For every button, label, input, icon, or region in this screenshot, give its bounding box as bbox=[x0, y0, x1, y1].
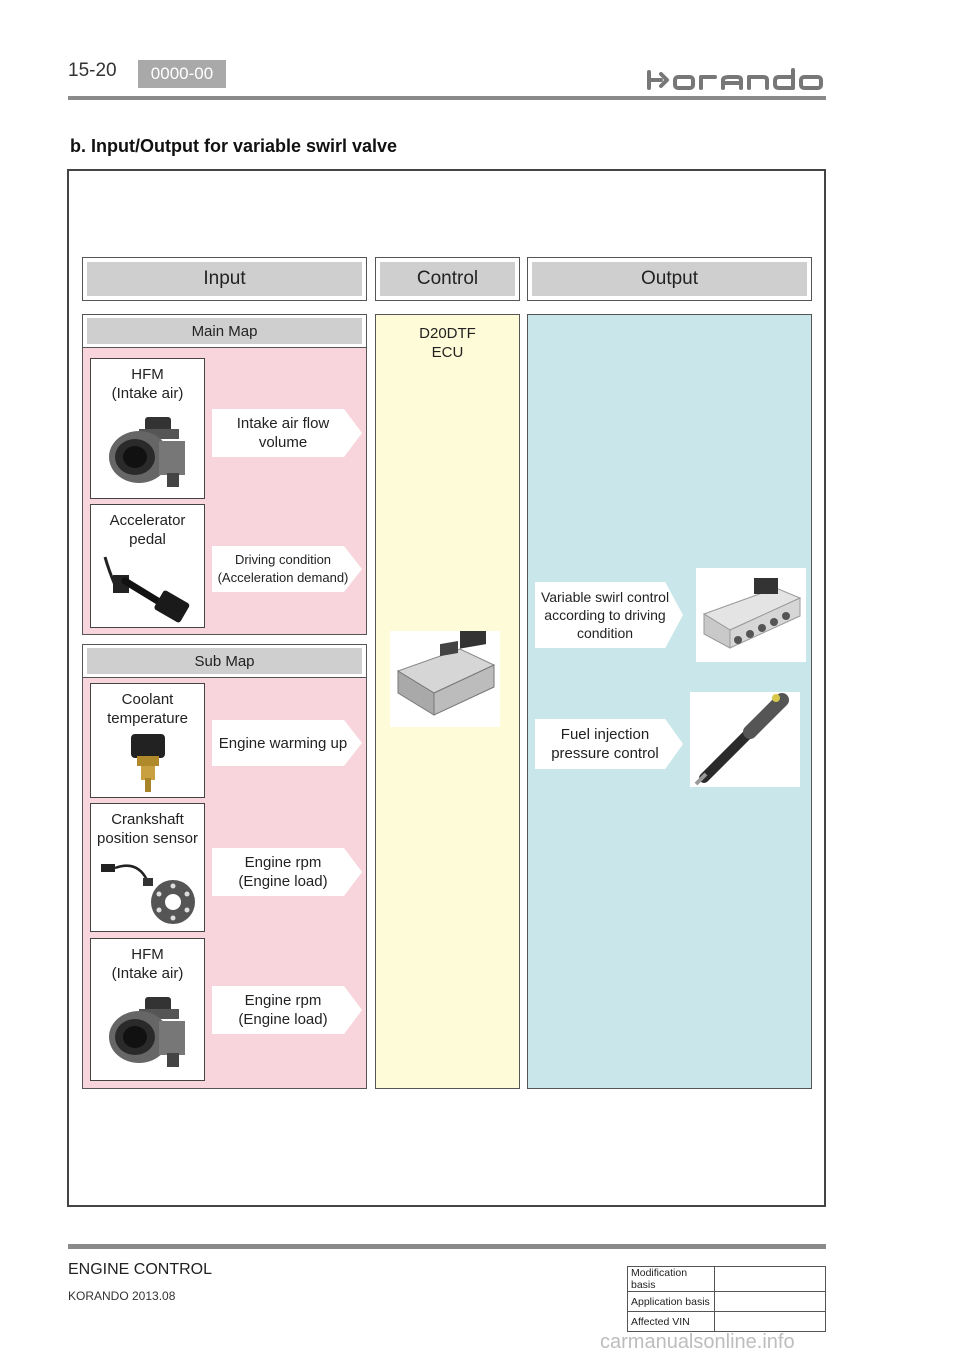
driving-condition-arrow: Driving condition (Acceleration demand) bbox=[212, 546, 362, 592]
ecu-label: D20DTF ECU bbox=[419, 325, 476, 361]
table-cell-value bbox=[714, 1311, 826, 1332]
sensor-label: Coolant temperature bbox=[107, 691, 188, 727]
main-map-title: Main Map bbox=[87, 318, 362, 344]
section-title: b. Input/Output for variable swirl valve bbox=[70, 136, 398, 156]
sensor-label: HFM (Intake air) bbox=[111, 366, 184, 402]
accelerator-pedal-card: Accelerator pedal bbox=[90, 504, 205, 628]
korando-logo bbox=[645, 66, 827, 99]
input-header: Input bbox=[82, 257, 367, 301]
output-header-label: Output bbox=[532, 262, 807, 296]
footer-title: ENGINE CONTROL bbox=[68, 1261, 213, 1278]
page-number: 15-20 bbox=[68, 60, 117, 81]
ecu-icon bbox=[396, 624, 496, 716]
table-cell-value bbox=[714, 1291, 826, 1312]
swirl-control-arrow: Variable swirl control according to driv… bbox=[535, 582, 683, 648]
hfm-sensor-icon bbox=[109, 417, 185, 487]
sensor-label: HFM (Intake air) bbox=[111, 946, 184, 982]
engine-rpm-arrow: Engine rpm (Engine load) bbox=[212, 848, 362, 896]
table-cell: Application basis bbox=[627, 1291, 715, 1312]
input-header-label: Input bbox=[87, 262, 362, 296]
output-header: Output bbox=[527, 257, 812, 301]
coolant-sensor-card: Coolant temperature bbox=[90, 683, 205, 798]
table-cell: Modification basis bbox=[627, 1266, 715, 1292]
ecu-photo bbox=[390, 624, 500, 727]
sensor-label: Crankshaft position sensor bbox=[97, 811, 198, 847]
crankshaft-sensor-icon bbox=[101, 864, 195, 924]
control-header: Control bbox=[375, 257, 520, 301]
table-row: Affected VIN bbox=[627, 1311, 826, 1332]
intake-manifold-icon bbox=[702, 578, 802, 649]
table-row: Modification basis bbox=[627, 1266, 826, 1292]
main-map-band: Main Map bbox=[83, 315, 366, 348]
crankshaft-sensor-card: Crankshaft position sensor bbox=[90, 803, 205, 932]
section-code-badge: 0000-00 bbox=[138, 60, 226, 88]
sub-map-band: Sub Map bbox=[83, 645, 366, 678]
footer-subtitle: KORANDO 2013.08 bbox=[68, 1289, 176, 1303]
fuel-injector-icon bbox=[694, 693, 789, 786]
hfm-sensor-card-2: HFM (Intake air) bbox=[90, 938, 205, 1081]
engine-rpm-arrow-2: Engine rpm (Engine load) bbox=[212, 986, 362, 1034]
header-rule bbox=[68, 96, 826, 100]
intake-manifold-photo bbox=[696, 568, 806, 662]
diagram-frame bbox=[67, 169, 826, 1207]
accelerator-pedal-icon bbox=[103, 556, 190, 623]
intake-air-flow-arrow: Intake air flow volume bbox=[212, 409, 362, 457]
injector-photo bbox=[690, 692, 800, 787]
sub-map-title: Sub Map bbox=[87, 648, 362, 674]
hfm-sensor-card: HFM (Intake air) bbox=[90, 358, 205, 499]
fuel-injection-arrow: Fuel injection pressure control bbox=[535, 719, 683, 769]
coolant-sensor-icon bbox=[131, 734, 165, 792]
footer-rule bbox=[68, 1244, 826, 1249]
table-cell-value bbox=[714, 1266, 826, 1292]
hfm-sensor-icon bbox=[109, 997, 185, 1067]
table-cell: Affected VIN bbox=[627, 1311, 715, 1332]
table-row: Application basis bbox=[627, 1291, 826, 1312]
control-header-label: Control bbox=[380, 262, 515, 296]
sensor-label: Accelerator pedal bbox=[109, 512, 186, 548]
basis-table: Modification basis Application basis Aff… bbox=[627, 1266, 826, 1332]
engine-warming-up-arrow: Engine warming up bbox=[212, 720, 362, 766]
watermark: carmanualsonline.info bbox=[600, 1331, 795, 1353]
